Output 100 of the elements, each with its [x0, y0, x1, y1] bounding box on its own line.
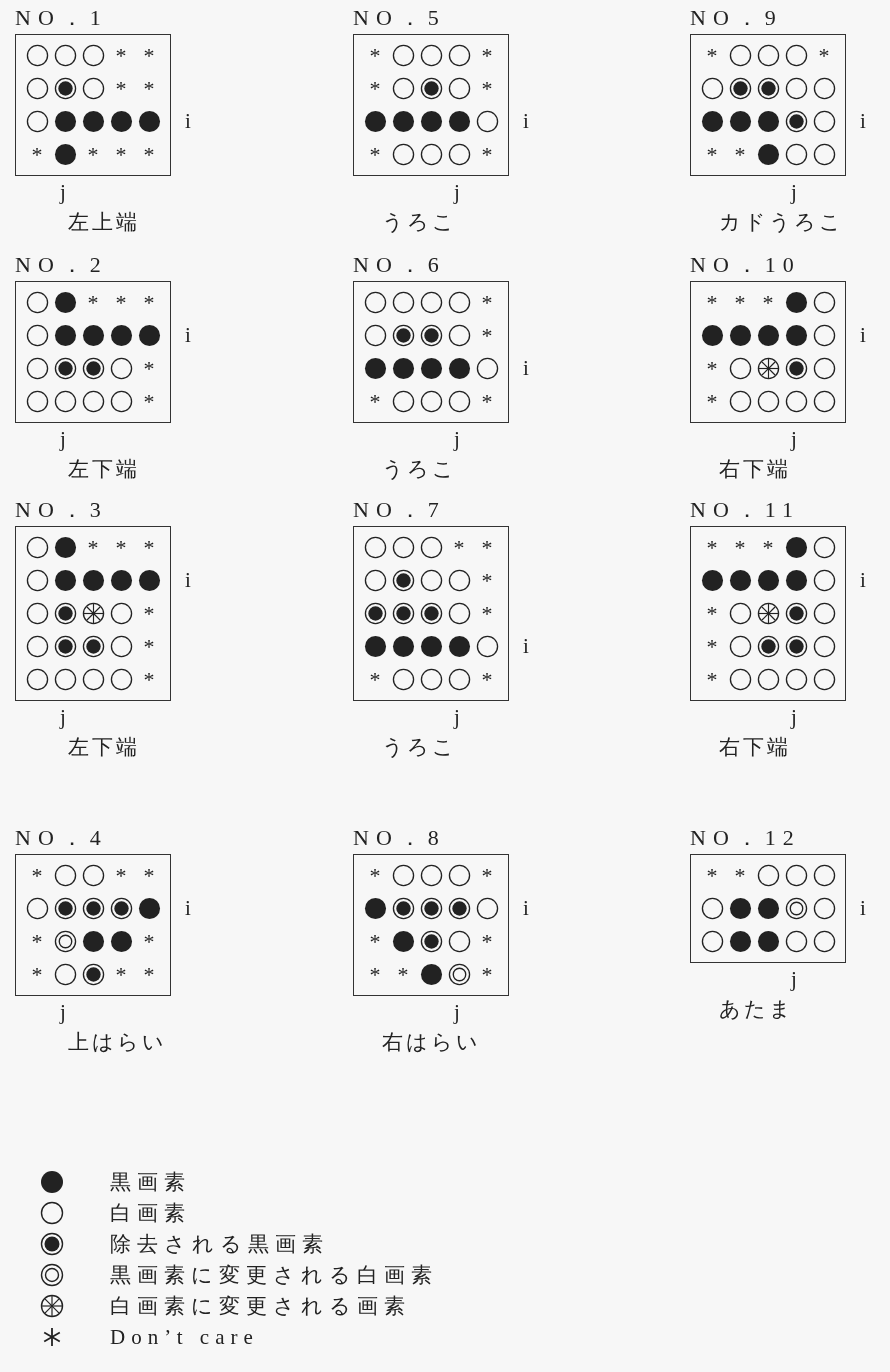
panel-number: NO．5	[353, 6, 446, 30]
panel-number: NO．9	[690, 6, 783, 30]
row-index-label: i	[860, 896, 866, 920]
asterisk-mark: *	[143, 143, 155, 166]
asterisk-mark: *	[143, 864, 155, 887]
asterisk-mark: *	[369, 77, 381, 100]
panel-number: NO．11	[690, 498, 800, 522]
asterisk-mark: *	[481, 930, 493, 953]
column-index-label: j	[791, 705, 797, 729]
asterisk-mark: *	[481, 668, 493, 691]
asterisk-mark: *	[734, 291, 746, 314]
asterisk-mark: *	[481, 324, 493, 347]
pattern-caption: カドうろこ	[719, 210, 844, 234]
asterisk-mark: *	[762, 536, 774, 559]
asterisk-mark: *	[143, 77, 155, 100]
asterisk-mark: *	[143, 291, 155, 314]
column-index-label: j	[454, 180, 460, 204]
asterisk-mark: *	[143, 44, 155, 67]
column-index-label: j	[454, 1000, 460, 1024]
asterisk-mark: *	[706, 668, 718, 691]
asterisk-mark: *	[706, 143, 718, 166]
asterisk-mark: *	[143, 536, 155, 559]
legend-text: 白画素	[110, 1201, 191, 1225]
panel-number: NO．4	[15, 826, 108, 850]
row-index-label: i	[523, 109, 529, 133]
pattern-caption: うろこ	[382, 457, 457, 481]
asterisk-mark: *	[369, 864, 381, 887]
asterisk-mark: *	[481, 536, 493, 559]
asterisk-mark: *	[762, 291, 774, 314]
column-index-label: j	[454, 427, 460, 451]
panel-number: NO．3	[15, 498, 108, 522]
asterisk-mark: *	[706, 536, 718, 559]
legend-text: 白画素に変更される画素	[110, 1294, 411, 1318]
pattern-caption: うろこ	[382, 210, 457, 234]
row-index-label: i	[185, 109, 191, 133]
panel-number: NO．10	[690, 253, 801, 277]
asterisk-mark: *	[481, 291, 493, 314]
asterisk-mark: *	[143, 668, 155, 691]
asterisk-mark: *	[481, 569, 493, 592]
asterisk-mark: *	[481, 390, 493, 413]
asterisk-mark: *	[87, 291, 99, 314]
pattern-caption: 右下端	[719, 457, 791, 481]
asterisk-mark: *	[115, 143, 127, 166]
panel-number: NO．1	[15, 6, 108, 30]
legend-text: 除去される黒画素	[110, 1232, 329, 1256]
pattern-caption: 右はらい	[382, 1030, 481, 1054]
row-index-label: i	[523, 634, 529, 658]
pattern-caption: 左下端	[68, 457, 140, 481]
asterisk-mark: *	[115, 536, 127, 559]
column-index-label: j	[791, 180, 797, 204]
asterisk-mark: *	[369, 963, 381, 986]
pattern-caption: 右下端	[719, 735, 791, 759]
asterisk-mark: *	[453, 536, 465, 559]
asterisk-mark: *	[369, 143, 381, 166]
pattern-caption: あたま	[719, 997, 794, 1021]
panel-number: NO．7	[353, 498, 446, 522]
asterisk-mark: *	[143, 963, 155, 986]
asterisk-mark: *	[143, 390, 155, 413]
row-index-label: i	[860, 323, 866, 347]
asterisk-mark: *	[706, 635, 718, 658]
asterisk-mark: *	[818, 44, 830, 67]
asterisk-mark: *	[706, 44, 718, 67]
column-index-label: j	[60, 427, 66, 451]
pattern-caption: うろこ	[382, 735, 457, 759]
asterisk-mark: *	[87, 536, 99, 559]
column-index-label: j	[454, 705, 460, 729]
asterisk-mark: *	[115, 963, 127, 986]
asterisk-mark: *	[481, 963, 493, 986]
asterisk-mark: *	[369, 930, 381, 953]
asterisk-mark: *	[115, 291, 127, 314]
panel-number: NO．8	[353, 826, 446, 850]
asterisk-mark: *	[734, 536, 746, 559]
asterisk-mark: *	[143, 635, 155, 658]
column-index-label: j	[791, 967, 797, 991]
asterisk-mark: *	[734, 864, 746, 887]
legend-text: 黒画素	[110, 1170, 191, 1194]
row-index-label: i	[860, 109, 866, 133]
column-index-label: j	[60, 180, 66, 204]
panel-number: NO．6	[353, 253, 446, 277]
column-index-label: j	[791, 427, 797, 451]
asterisk-mark: *	[369, 390, 381, 413]
legend-text: 黒画素に変更される白画素	[110, 1263, 438, 1287]
asterisk-mark: *	[31, 143, 43, 166]
legend-text: Don’t care	[110, 1325, 259, 1349]
pattern-caption: 左上端	[68, 210, 140, 234]
asterisk-mark: *	[31, 864, 43, 887]
row-index-label: i	[523, 896, 529, 920]
asterisk-mark: *	[143, 602, 155, 625]
asterisk-mark: *	[481, 77, 493, 100]
asterisk-mark: *	[143, 930, 155, 953]
row-index-label: i	[860, 568, 866, 592]
asterisk-mark: *	[369, 44, 381, 67]
asterisk-mark: *	[115, 44, 127, 67]
asterisk-mark: *	[31, 963, 43, 986]
row-index-label: i	[523, 356, 529, 380]
asterisk-mark: *	[481, 44, 493, 67]
row-index-label: i	[185, 323, 191, 347]
asterisk-mark: *	[481, 143, 493, 166]
column-index-label: j	[60, 1000, 66, 1024]
panel-number: NO．2	[15, 253, 108, 277]
